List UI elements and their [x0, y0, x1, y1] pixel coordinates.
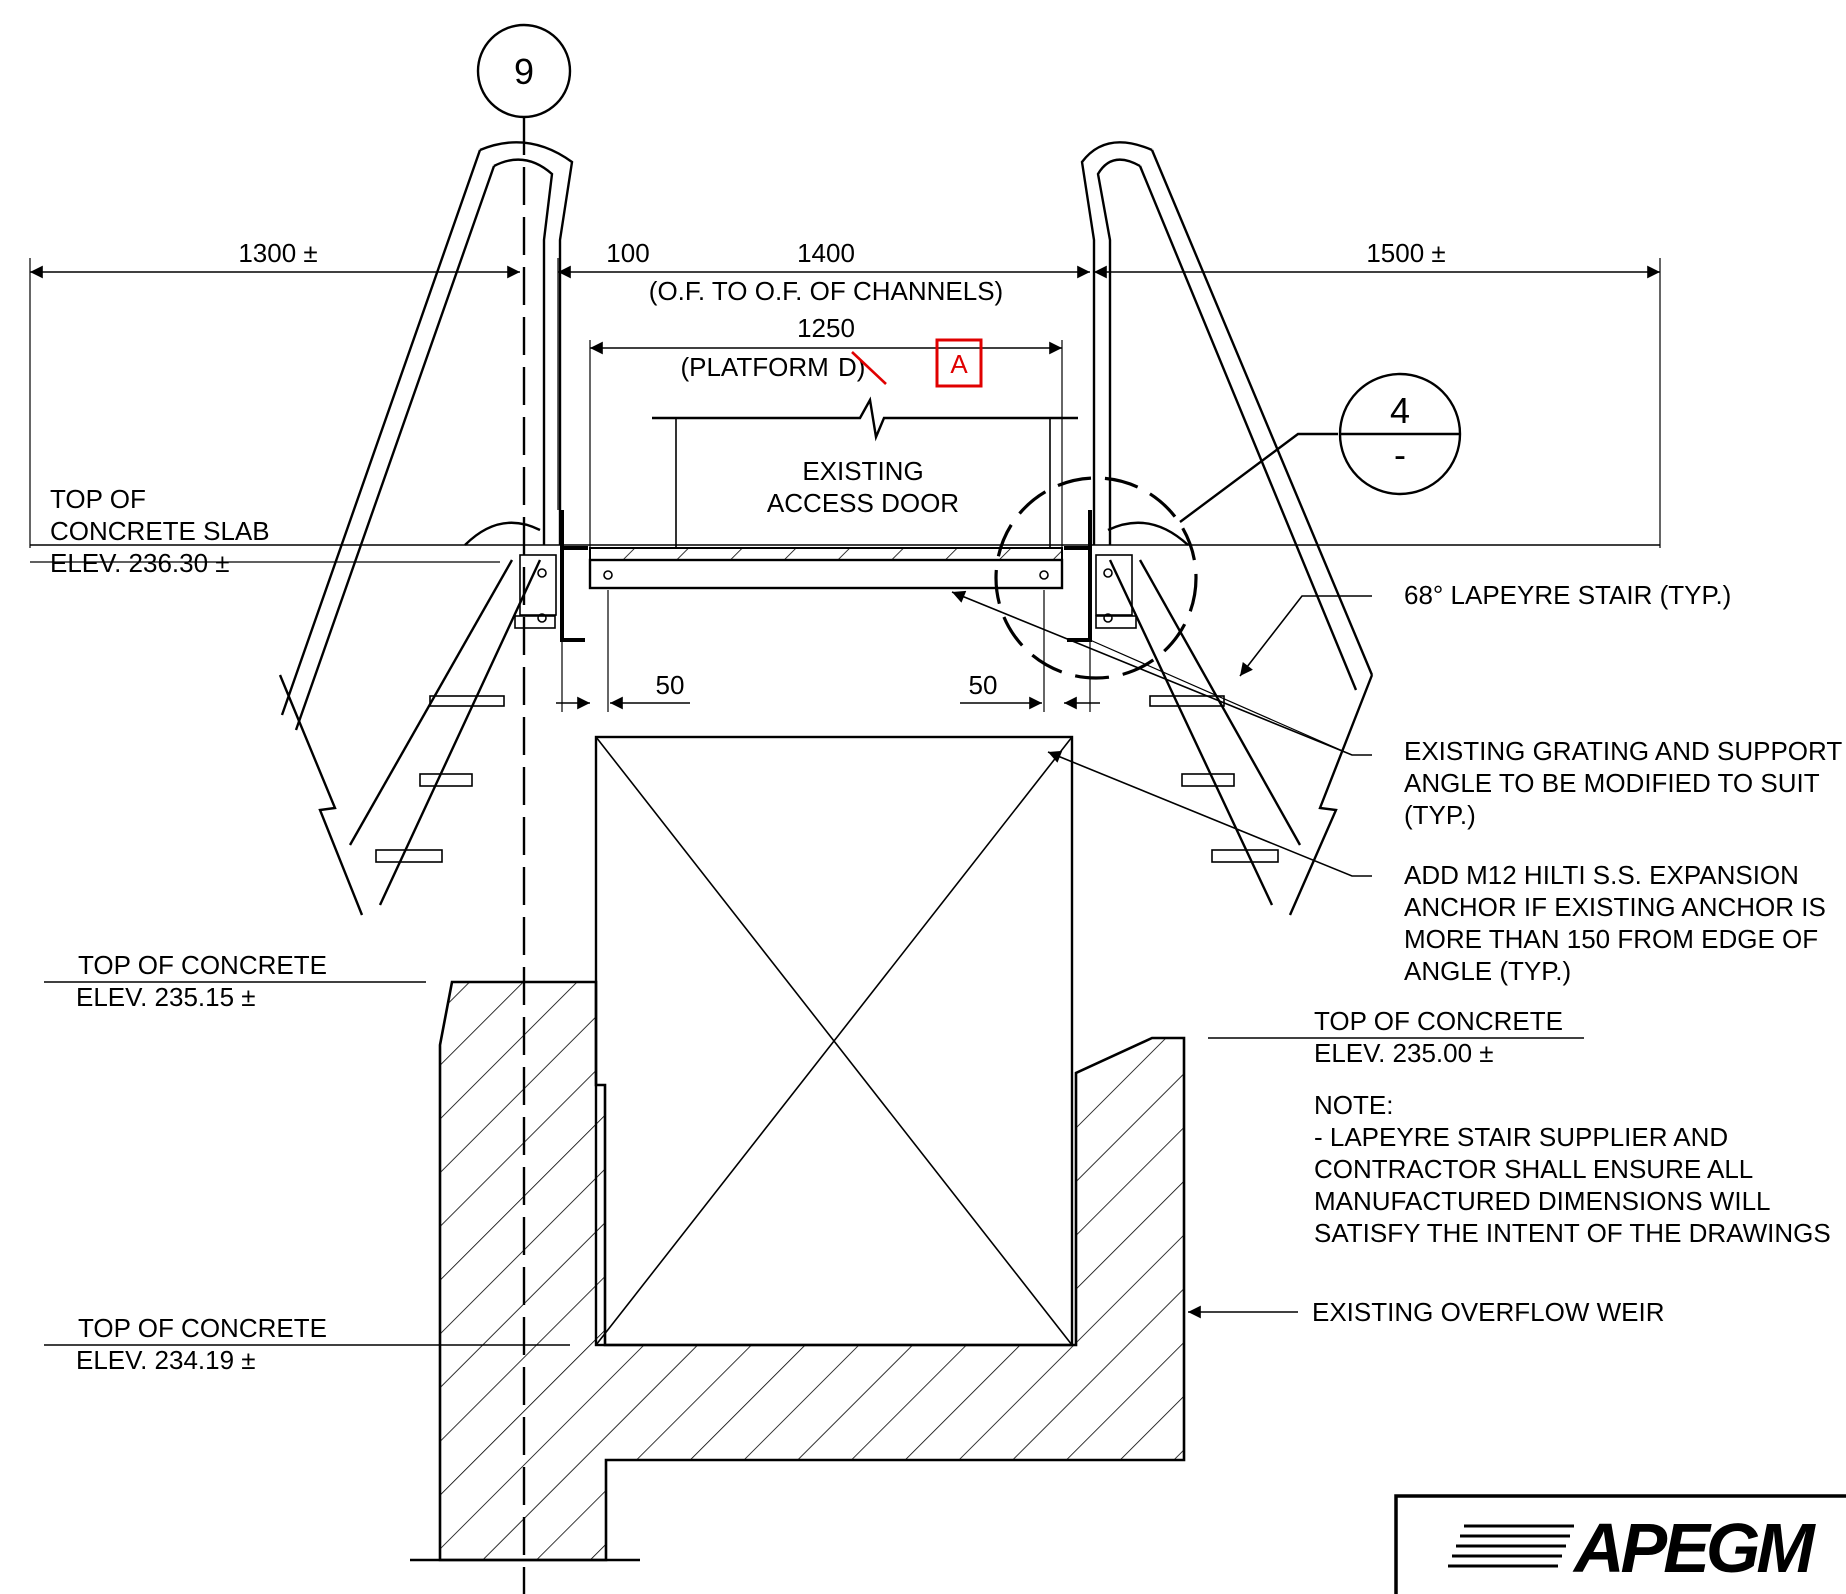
dimensions: 1300 ± 100 1400 (O.F. TO O.F. OF CHANNEL…	[29, 238, 1661, 712]
grating-callout-1: EXISTING GRATING AND SUPPORT	[1404, 736, 1842, 766]
slab-label-2: CONCRETE SLAB	[50, 516, 270, 546]
dim-platform-note: (PLATFORM	[680, 352, 836, 382]
revision-box	[935, 338, 983, 388]
anchor-callout-2: ANCHOR IF EXISTING ANCHOR IS	[1404, 892, 1826, 922]
anchor-callout-1: ADD M12 HILTI S.S. EXPANSION	[1404, 860, 1799, 890]
grid-bubble-9-label: 9	[514, 51, 534, 92]
note-heading: NOTE:	[1314, 1090, 1393, 1120]
detail-sheet: -	[1394, 434, 1406, 475]
existing-access-door-label-2: ACCESS DOOR	[767, 488, 959, 518]
concrete-foundation	[410, 980, 1186, 1562]
dim-gap-left: 50	[656, 670, 685, 700]
detail-number: 4	[1390, 390, 1410, 431]
callouts: 68° LAPEYRE STAIR (TYP.) EXISTING GRATIN…	[951, 580, 1842, 1327]
anchor-callout-3: MORE THAN 150 FROM EDGE OF	[1404, 924, 1818, 954]
dim-left: 1300 ±	[238, 238, 317, 268]
dim-platform: 1250	[797, 313, 855, 343]
channels	[560, 510, 1092, 642]
dim-inner-left: 100	[606, 238, 649, 268]
dim-gap-right: 50	[969, 670, 998, 700]
note-line-2: CONTRACTOR SHALL ENSURE ALL	[1314, 1154, 1753, 1184]
right-lapeyre-stair	[1080, 141, 1374, 916]
anchor-callout-4: ANGLE (TYP.)	[1404, 956, 1571, 986]
slab-label-1: TOP OF	[50, 484, 146, 514]
note-line-3: MANUFACTURED DIMENSIONS WILL	[1314, 1186, 1771, 1216]
left-lapeyre-stair	[278, 141, 574, 916]
elev-23515-label-2: ELEV. 235.15 ±	[76, 982, 256, 1012]
grating-callout-3: (TYP.)	[1404, 800, 1476, 830]
general-note: NOTE: - LAPEYRE STAIR SUPPLIER AND CONTR…	[1314, 1090, 1831, 1248]
elev-23419-label-1: TOP OF CONCRETE	[78, 1313, 327, 1343]
apegm-logo: APEGM	[1448, 1509, 1820, 1587]
revision-strike	[851, 351, 887, 385]
stair-callout: 68° LAPEYRE STAIR (TYP.)	[1404, 580, 1731, 610]
elev-23500-label-1: TOP OF CONCRETE	[1314, 1006, 1563, 1036]
dim-platform-note-struck: D)	[838, 352, 865, 382]
existing-access-door-label-1: EXISTING	[802, 456, 923, 486]
grating-callout-2: ANGLE TO BE MODIFIED TO SUIT	[1404, 768, 1820, 798]
note-line-4: SATISFY THE INTENT OF THE DRAWINGS	[1314, 1218, 1831, 1248]
revision-tag: A	[950, 349, 968, 379]
elevation-labels: TOP OF CONCRETE SLAB ELEV. 236.30 ± TOP …	[44, 484, 1584, 1375]
dim-center: 1400	[797, 238, 855, 268]
logo-text: APEGM	[1572, 1509, 1816, 1587]
grating	[588, 547, 1064, 590]
existing-access-door: EXISTING ACCESS DOOR	[652, 396, 1078, 548]
note-line-1: - LAPEYRE STAIR SUPPLIER AND	[1314, 1122, 1728, 1152]
weir-callout: EXISTING OVERFLOW WEIR	[1312, 1297, 1664, 1327]
dim-center-note: (O.F. TO O.F. OF CHANNELS)	[649, 276, 1003, 306]
slab-label-3: ELEV. 236.30 ±	[50, 548, 230, 578]
elev-23419-label-2: ELEV. 234.19 ±	[76, 1345, 256, 1375]
elev-23500-label-2: ELEV. 235.00 ±	[1314, 1038, 1494, 1068]
detail-4-callout: 4 -	[994, 372, 1462, 680]
existing-opening	[594, 735, 1074, 1347]
title-block: APEGM	[1394, 1494, 1846, 1594]
dim-right: 1500 ±	[1366, 238, 1445, 268]
elev-23515-label-1: TOP OF CONCRETE	[78, 950, 327, 980]
